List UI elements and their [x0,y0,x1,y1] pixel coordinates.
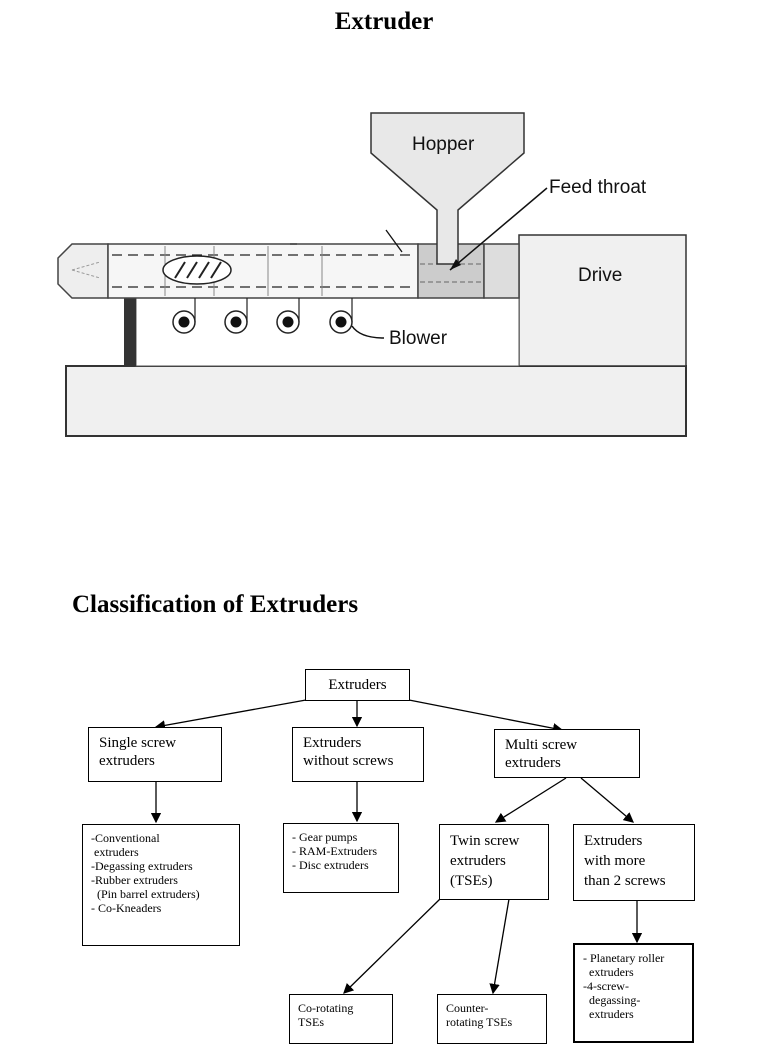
more-screws-types: - Planetary roller extruders -4-screw- d… [573,943,694,1043]
list-item: extruders [583,965,634,979]
list-item: - RAM-Extruders [292,844,377,858]
counter-rotating-node: Counter- rotating TSEs [437,994,547,1044]
blowers [172,298,353,334]
list-item: (Pin barrel extruders) [91,887,200,901]
list-item: extruders [583,1007,634,1021]
barrel [107,243,419,299]
page-title: Extruder [334,8,434,35]
node-line: extruders [505,755,561,771]
machine-base [65,365,687,437]
support-leg [124,298,136,366]
node-line: Single screw [99,735,177,751]
list-item: - Gear pumps [292,830,358,844]
without-screws-node: Extruders without screws [292,727,424,782]
node-line: than 2 screws [584,873,666,889]
single-screw-node: Single screw extruders [88,727,222,782]
node-line: extruders [450,853,506,869]
list-item: - Planetary roller [583,951,665,965]
drive-label: Drive [578,265,623,286]
list-item: -Degassing extruders [91,859,193,873]
more-screws-node: Extruders with more than 2 screws [573,824,695,901]
stand [135,297,520,367]
list-item: extruders [91,845,139,859]
drive-box [518,234,687,367]
section-title: Classification of Extruders [72,591,359,618]
hopper-label: Hopper [412,134,475,155]
node-line: Extruders [584,833,643,849]
node-line: without screws [303,753,394,769]
node-line: rotating TSEs [446,1015,513,1029]
single-screw-types: -Conventional extruders -Degassing extru… [82,824,240,946]
extruder-diagram [57,112,687,437]
node-line: Twin screw [450,833,520,849]
node-line: (TSEs) [450,873,493,889]
screw-detail [162,255,232,285]
list-item: - Disc extruders [292,858,369,872]
blower-label: Blower [389,328,448,349]
node-line: Co-rotating [298,1001,354,1015]
root-label: Extruders [328,677,387,693]
extruders-root-node: Extruders [305,669,410,701]
multi-screw-node: Multi screw extruders [494,729,640,778]
coupling [483,243,520,299]
list-item: degassing- [583,993,641,1007]
list-item: -Rubber extruders [91,873,178,887]
twin-screw-node: Twin screw extruders (TSEs) [439,824,549,900]
co-rotating-node: Co-rotating TSEs [289,994,393,1044]
list-item: -4-screw- [583,979,629,993]
feed-throat-label: Feed throat [549,177,647,198]
node-line: Extruders [303,735,362,751]
node-line: Multi screw [505,737,578,753]
list-item: -Conventional [91,831,160,845]
node-line: Counter- [446,1001,489,1015]
list-item: - Co-Kneaders [91,901,162,915]
node-line: with more [584,853,646,869]
node-line: TSEs [298,1015,325,1029]
without-screws-types: - Gear pumps - RAM-Extruders - Disc extr… [283,823,399,893]
node-line: extruders [99,753,155,769]
